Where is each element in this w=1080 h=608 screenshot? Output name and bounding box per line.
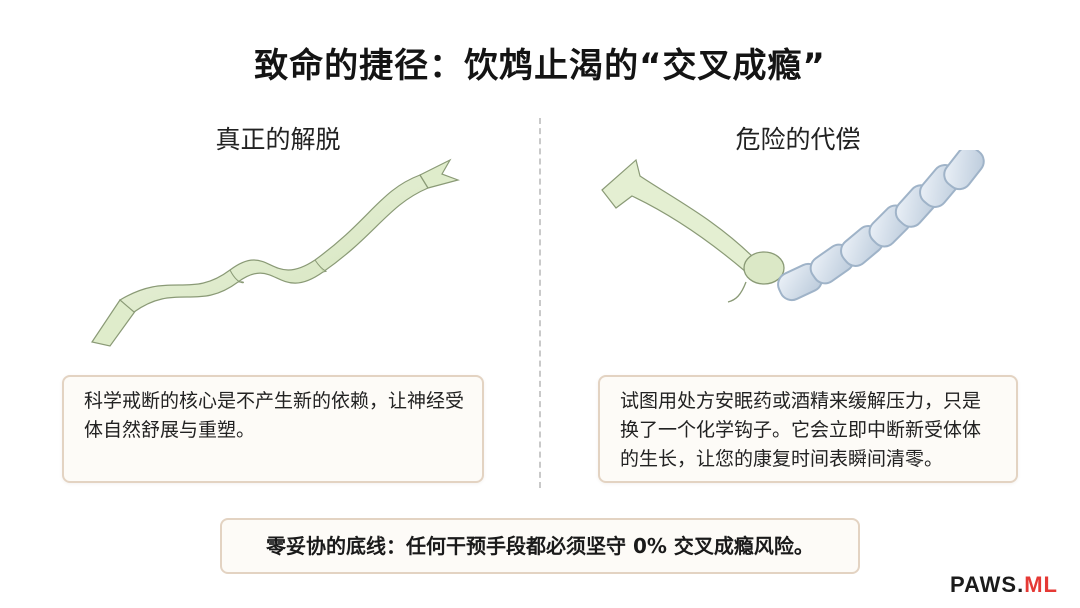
logo-dot: . [1017,572,1025,597]
bottom-banner: 零妥协的底线：任何干预手段都必须坚守 0% 交叉成瘾风险。 [220,518,860,574]
left-heading: 真正的解脱 [215,125,341,154]
logo-suffix: ML [1024,572,1058,597]
right-card-text: 试图用处方安眠药或酒精来缓解压力，只是换了一个化学钩子。它会立即中断新受体体的生… [620,390,982,470]
ribbon-body [118,174,429,313]
ribbon-chain-illustration [601,150,985,303]
ribbon-piece [601,158,757,273]
logo-main: PAWS [949,572,1018,597]
left-info-card: 科学戒断的核心是不产生新的依赖，让神经受体自然舒展与重塑。 [62,375,484,483]
knot [743,251,785,285]
chain [777,150,985,302]
free-ribbon-illustration [91,158,460,347]
left-card-text: 科学戒断的核心是不产生新的依赖，让神经受体自然舒展与重塑。 [84,390,465,441]
ribbon-tail-right [419,158,460,189]
right-heading: 危险的代偿 [735,125,861,154]
right-info-card: 试图用处方安眠药或酒精来缓解压力，只是换了一个化学钩子。它会立即中断新受体体的生… [598,375,1018,483]
brand-logo: PAWS.ML [950,572,1058,598]
center-divider [539,118,541,488]
slide-title: 致命的捷径：饮鸩止渴的“交叉成瘾” [254,46,826,86]
